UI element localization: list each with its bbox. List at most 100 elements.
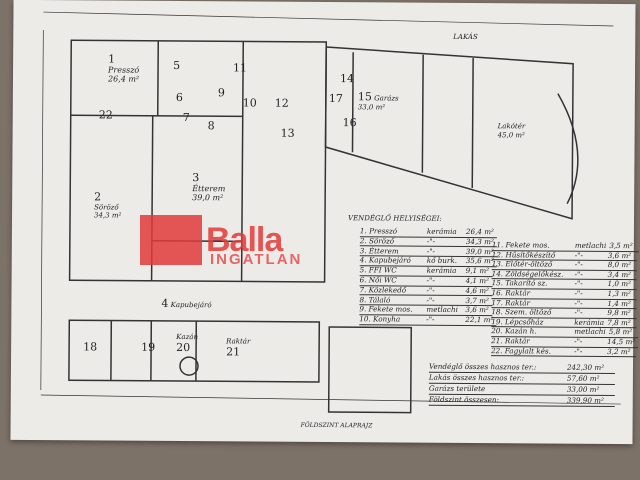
legend-cell: -"- bbox=[574, 336, 583, 346]
legend-cell: 10. Konyha bbox=[359, 314, 401, 324]
legend-cell: 339,90 m² bbox=[566, 395, 604, 405]
legend-cell: 3,2 m² bbox=[607, 346, 631, 356]
legend-cell: 21. Raktár bbox=[491, 336, 530, 346]
room-number: 5 bbox=[173, 58, 181, 72]
legend-cell: -"- bbox=[574, 250, 583, 260]
room-name: Kapubejáró bbox=[170, 300, 212, 310]
room-area: 39,0 m² bbox=[192, 193, 224, 203]
room-name: Söröző bbox=[94, 203, 119, 212]
room-number: 6 bbox=[175, 90, 183, 105]
room-number: 15 bbox=[357, 90, 372, 104]
room-number: 14 bbox=[339, 72, 355, 86]
room-number: 3 bbox=[192, 171, 200, 185]
legend-cell: -"- bbox=[574, 346, 583, 356]
watermark: Balla INGATLAN bbox=[140, 215, 300, 268]
legend-cell: 9. Fekete mos. bbox=[359, 304, 413, 315]
watermark-logo-icon bbox=[140, 215, 202, 265]
legend-cell: 3,5 m² bbox=[609, 240, 633, 251]
legend-cell: 16. Raktár bbox=[491, 288, 531, 298]
legend-cell: -"- bbox=[574, 298, 583, 308]
legend-cell: kerámia bbox=[426, 265, 457, 276]
legend-cell: kerámia bbox=[426, 226, 457, 236]
room-number: 13 bbox=[280, 126, 295, 140]
floor-plan-drawing bbox=[40, 11, 621, 414]
legend-cell: 9,8 m² bbox=[607, 308, 631, 318]
room-number: 12 bbox=[274, 96, 289, 110]
legend-cell: 7. Közlekedő bbox=[359, 285, 407, 295]
legend-total-row: Földszint összesen: 339,90 m² bbox=[428, 394, 615, 407]
room-number: 8 bbox=[207, 119, 215, 133]
watermark-sub: INGATLAN bbox=[210, 251, 303, 268]
room-number: 18 bbox=[83, 340, 98, 354]
legend-cell: 9,1 m² bbox=[465, 266, 490, 276]
legend-cell: 5. FFI WC bbox=[359, 265, 397, 275]
room-label: 4 Kapubejáró bbox=[161, 297, 211, 310]
legend-cell: -"- bbox=[574, 259, 583, 270]
legend-cell: 3,4 m² bbox=[607, 269, 632, 279]
legend-cell: 6. Női WC bbox=[359, 275, 397, 285]
plan-caption: FÖLDSZINT ALAPRAJZ bbox=[300, 421, 373, 430]
legend-cell: 1,0 m² bbox=[607, 279, 632, 289]
legend-cell: kerámia bbox=[574, 317, 605, 327]
legend-cell: -"- bbox=[426, 236, 436, 246]
room-name: Presszó bbox=[108, 65, 140, 75]
legend-title: VENDÉGLŐ HELYISÉGEI: bbox=[347, 214, 442, 223]
legend-cell: 26,4 m² bbox=[465, 226, 494, 237]
room-name: Étterem bbox=[192, 184, 226, 194]
legend-cell: metlachi bbox=[574, 240, 607, 250]
legend-cell: -"- bbox=[574, 307, 583, 318]
legend-cell: -"- bbox=[574, 288, 583, 298]
legend-cell: Lakás összes hasznos ter.: bbox=[428, 372, 525, 383]
legend-cell: 3. Étterem bbox=[359, 245, 399, 256]
legend-cell: metlachi bbox=[426, 305, 458, 315]
legend-cell: 5,8 m² bbox=[608, 327, 633, 337]
room-number: 4 bbox=[161, 296, 169, 310]
legend-cell: 4,6 m² bbox=[465, 285, 489, 295]
legend-cell: 7,8 m² bbox=[607, 317, 631, 327]
legend-cell: -"- bbox=[574, 279, 583, 289]
legend-cell: -"- bbox=[574, 269, 583, 279]
room-name: Kazán bbox=[176, 332, 199, 342]
legend-cell: 13. Előtér-öltöző bbox=[491, 259, 553, 269]
room-number: 7 bbox=[182, 111, 190, 125]
legend-cell: 3,6 m² bbox=[607, 250, 632, 260]
section-label: LAKÁS bbox=[453, 32, 478, 42]
legend-cell: -"- bbox=[426, 295, 435, 305]
room-name: Raktár bbox=[226, 337, 251, 346]
legend-cell: Vendéglő összes hasznos ter.: bbox=[428, 361, 537, 372]
legend-cell: -"- bbox=[426, 314, 435, 324]
room-area: 45,0 m² bbox=[497, 131, 525, 140]
room-area: 34,3 m² bbox=[94, 211, 122, 220]
legend-cell: 11. Fekete mos. bbox=[491, 240, 550, 250]
room-number: 1 bbox=[108, 52, 116, 66]
legend-cell: 1. Presszó bbox=[359, 226, 398, 236]
legend-row: 10. Konyha-"-22,1 m² bbox=[359, 314, 497, 326]
room-number: 17 bbox=[328, 92, 343, 106]
legend-cell: 22. Fagylalt kés. bbox=[491, 345, 551, 356]
legend-cell: 57,60 m² bbox=[566, 373, 600, 383]
legend-cell: kő burk. bbox=[426, 256, 458, 266]
legend-cell: -"- bbox=[426, 246, 436, 256]
watermark-brand: Balla bbox=[206, 220, 283, 259]
legend-cell: -"- bbox=[426, 285, 435, 295]
legend-cell: 33,00 m² bbox=[566, 384, 600, 394]
room-number: 9 bbox=[217, 86, 225, 100]
room-number: 22 bbox=[98, 108, 113, 122]
legend-cell: 8. Tálaló bbox=[359, 294, 391, 305]
room-name: Garázs bbox=[374, 94, 399, 103]
legend-cell: Földszint összesen: bbox=[428, 394, 499, 405]
legend-cell: 4,1 m² bbox=[465, 275, 490, 286]
legend-cell: 2. Söröző bbox=[359, 236, 395, 246]
room-name: Lakótér bbox=[497, 122, 526, 131]
legend-cell: -"- bbox=[426, 275, 435, 285]
room-area: 26,4 m² bbox=[107, 74, 140, 84]
legend-cell: 14,5 m² bbox=[607, 336, 636, 347]
room-number: 11 bbox=[233, 61, 248, 75]
legend-cell: metlachi bbox=[574, 327, 606, 337]
